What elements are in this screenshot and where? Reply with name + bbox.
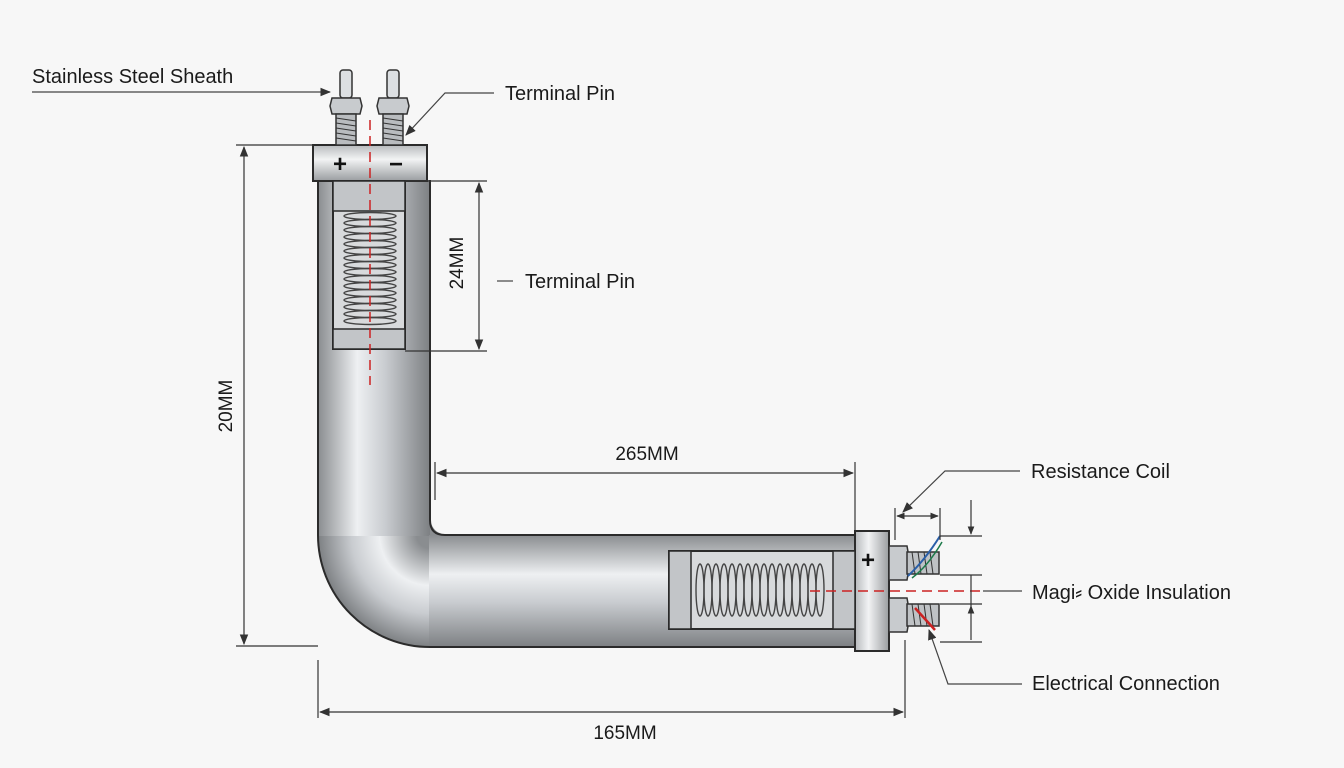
right-positive-sign: + [861,547,875,574]
tube-bend [318,535,430,647]
right-coil-window [668,550,856,630]
dimension-lines [236,144,982,718]
right-terminal-studs [888,535,943,633]
right-resistance-coil [695,563,825,617]
dim-vertical-height: 20MM [216,380,237,433]
top-positive-sign: + [333,151,347,178]
dim-inner-section: 24MM [447,237,468,290]
dim-horizontal-run: 265MM [615,444,678,465]
top-terminal-pins [329,69,410,146]
coil-turn [815,563,825,617]
label-terminal-pin-top: Terminal Pin [505,83,615,105]
label-electrical-connection: Electrical Connection [1032,673,1220,695]
dim-overall-width: 165MM [593,723,656,744]
label-resistance-coil: Resistance Coil [1031,461,1170,483]
callout-leaders [32,87,1022,685]
top-negative-sign: − [389,151,403,178]
label-stainless-steel-sheath: Stainless Steel Sheath [32,66,233,88]
label-oxide-insulation: Magi⸗ Oxide Insulation [1032,582,1231,604]
label-terminal-pin-mid: Terminal Pin [525,271,635,293]
top-coil-window [332,180,406,350]
